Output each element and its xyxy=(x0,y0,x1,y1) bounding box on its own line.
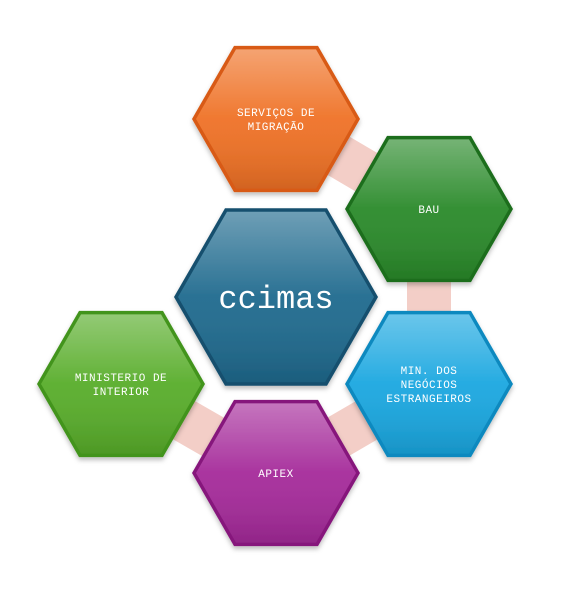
hexagon-center: ccimas xyxy=(174,208,378,386)
hexagon-mne-shine xyxy=(349,314,509,454)
hexagon-bau: BAU xyxy=(345,135,513,283)
hexagon-mai-shine xyxy=(41,314,201,454)
hexagon-sef-label-line-2: MIGRAÇÃO xyxy=(248,121,305,134)
hexagon-apiex-shine xyxy=(196,403,356,543)
hexagon-mai-label-line-2: INTERIOR xyxy=(93,387,150,399)
hexagon-center-shine xyxy=(178,211,374,383)
hexagon-sef-label-line-1: SERVIÇOS DE xyxy=(237,108,315,120)
hexagon-mai-label-line-1: MINISTERIO DE xyxy=(75,373,167,385)
hexagon-bau-label-line-1: BAU xyxy=(418,205,439,217)
hexagon-mai: MINISTERIO DE INTERIOR xyxy=(37,310,205,458)
hexagon-center-label-line-1: ccimas xyxy=(218,281,333,318)
hexagon-mne-label-line-3: ESTRANGEIROS xyxy=(386,394,471,406)
hexagon-sef-shine xyxy=(196,49,356,189)
hexagon-mne-label-line-1: MIN. DOS xyxy=(401,366,458,378)
hexagon-bau-shine xyxy=(349,139,509,279)
hexagon-apiex-label-line-1: APIEX xyxy=(258,469,294,481)
hexagon-apiex: APIEX xyxy=(192,399,360,547)
hexagon-mne-label-line-2: NEGÓCIOS xyxy=(401,378,458,392)
